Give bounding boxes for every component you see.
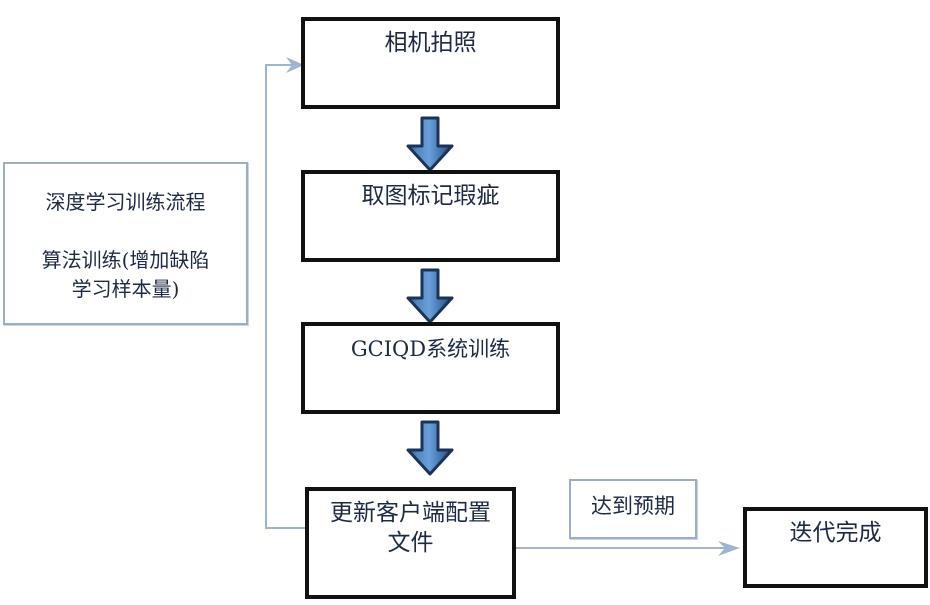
node-meets-expectation-label: 达到预期 — [591, 494, 675, 518]
arrow-line-update-to-complete — [516, 547, 732, 549]
node-gciqd-training-label: GCIQD系统训练 — [350, 337, 511, 361]
info-box-training-process: 深度学习训练流程 算法训练(增加缺陷 学习样本量) — [3, 162, 248, 325]
node-meets-expectation[interactable]: 达到预期 — [569, 479, 697, 539]
node-iteration-complete[interactable]: 迭代完成 — [743, 507, 928, 588]
feedback-line-top — [265, 64, 301, 66]
feedback-line-bottom — [265, 527, 307, 529]
node-iteration-complete-label: 迭代完成 — [789, 520, 882, 546]
node-mark-defects[interactable]: 取图标记瑕疵 — [301, 170, 560, 262]
node-camera-capture[interactable]: 相机拍照 — [301, 17, 560, 109]
node-gciqd-training[interactable]: GCIQD系统训练 — [301, 322, 560, 414]
node-update-client-config[interactable]: 更新客户端配置 文件 — [305, 487, 516, 599]
info-box-text: 深度学习训练流程 算法训练(增加缺陷 学习样本量) — [41, 190, 210, 301]
arrow-to-complete-arrowhead-icon — [718, 541, 740, 556]
block-arrow-down-3 — [406, 420, 454, 476]
feedback-line-vertical — [265, 64, 267, 529]
feedback-arrowhead-icon — [286, 57, 304, 73]
block-arrow-down-1 — [406, 116, 454, 172]
block-arrow-down-2 — [406, 268, 454, 324]
node-mark-defects-label: 取图标记瑕疵 — [361, 183, 500, 209]
node-camera-capture-label: 相机拍照 — [384, 30, 477, 56]
node-update-client-config-label: 更新客户端配置 文件 — [330, 500, 491, 556]
